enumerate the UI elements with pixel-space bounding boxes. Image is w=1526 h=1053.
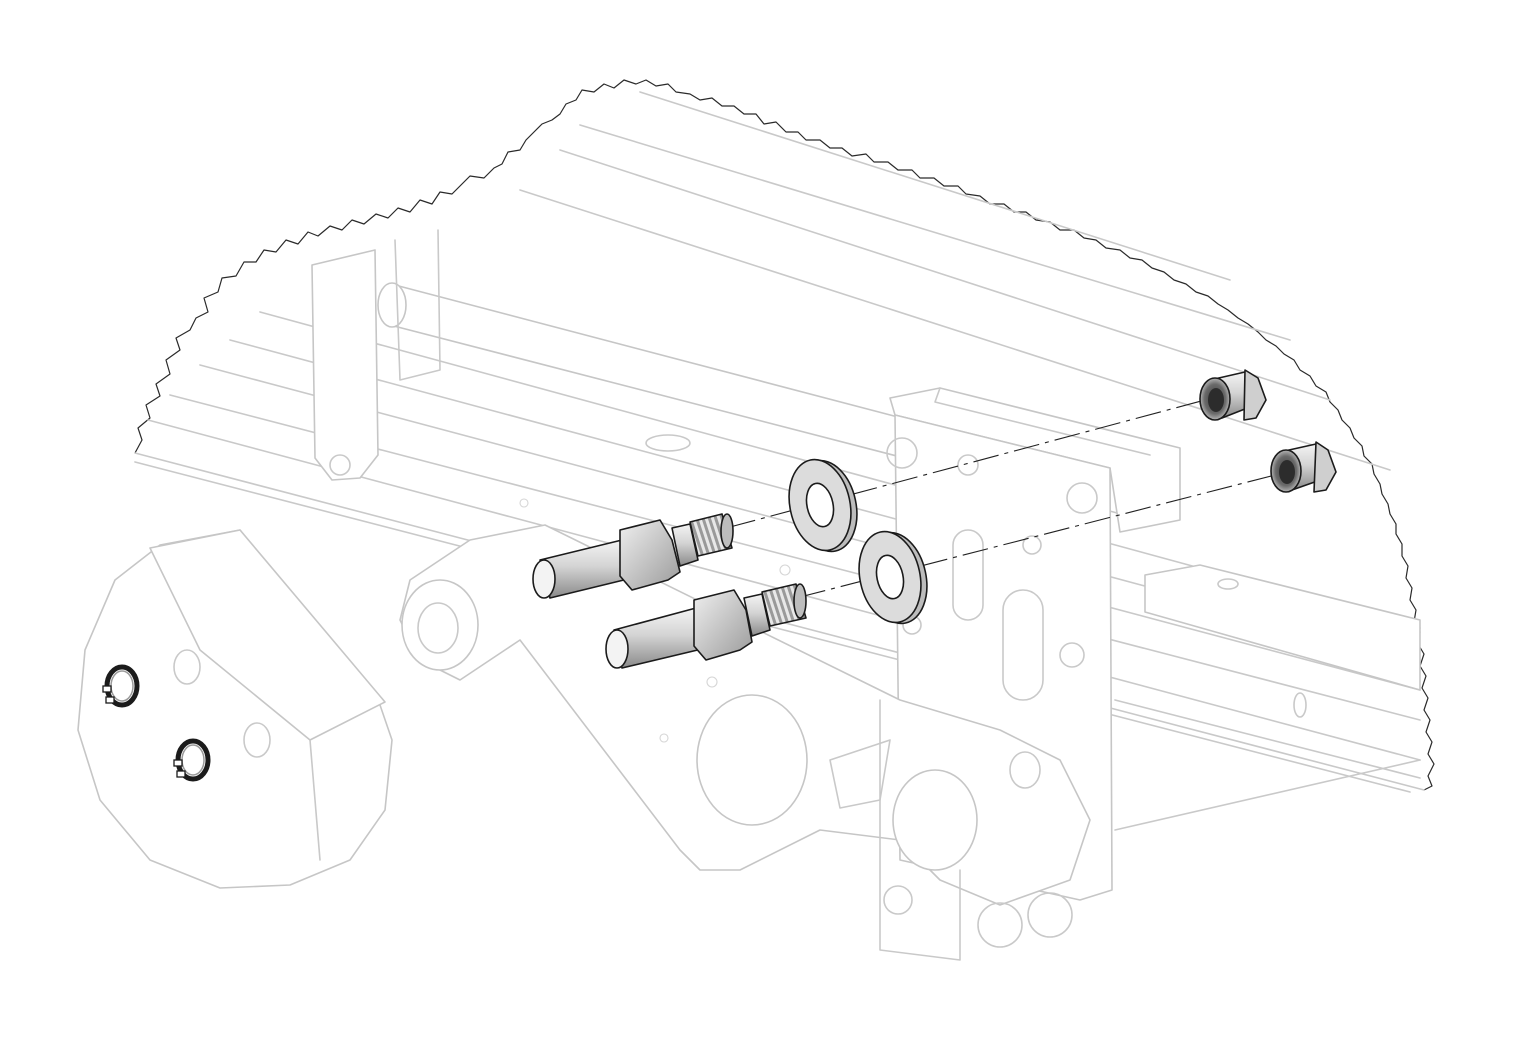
ghost-slot <box>1002 589 1044 701</box>
ghost-nut-2 <box>1066 482 1098 514</box>
ghost-slot-2 <box>952 529 984 621</box>
threaded-stud-upper <box>532 513 734 599</box>
bushing-upper-flange <box>1243 369 1267 421</box>
bushing-lower-bore <box>1279 460 1295 484</box>
ring-upper-lug-1 <box>102 685 112 693</box>
ghost-hole-2 <box>1022 535 1042 555</box>
washer-upper-hole <box>805 482 835 528</box>
ghost-socket-2 <box>1027 892 1073 938</box>
ghost-lower-rails <box>1114 699 1421 831</box>
washer-lower-hole <box>875 554 905 600</box>
retaining-ring-upper <box>102 664 140 708</box>
ghost-dot-3 <box>706 676 718 688</box>
stud-upper-tip <box>532 559 556 599</box>
ring-upper-lug-2 <box>105 696 115 704</box>
retaining-ring-lower <box>173 738 211 782</box>
ghost-hanger <box>311 249 379 481</box>
stud-lower-tip <box>605 629 629 669</box>
ghost-drum-edge <box>309 739 321 861</box>
break-line <box>134 79 1435 791</box>
ghost-drum-hole-1 <box>173 649 201 685</box>
bushing-lower-flange <box>1313 441 1337 493</box>
flanged-bushing-upper <box>1199 369 1267 421</box>
ghost-arm-hole <box>696 694 808 826</box>
ghost-arm-bore <box>417 602 459 654</box>
flanged-bushing-lower <box>1270 441 1337 493</box>
ring-lower-lug-1 <box>173 759 183 767</box>
centerline-upper <box>729 399 1206 528</box>
centerline-lower <box>799 474 1276 598</box>
ghost-hole-1 <box>957 454 979 476</box>
ghost-tube-end <box>377 282 407 328</box>
hex-nut-icon <box>693 589 753 661</box>
ghost-bolt-1 <box>1059 642 1085 668</box>
ghost-dot-1 <box>519 498 529 508</box>
ghost-bar-hole <box>1217 578 1239 590</box>
ghost-pivot-screw <box>1009 751 1041 789</box>
ghost-dot-4 <box>659 733 669 743</box>
flat-washer-upper <box>788 458 858 553</box>
bushing-upper-bore <box>1208 388 1224 412</box>
ghost-drum-hole-2 <box>243 722 271 758</box>
ring-lower-lug-2 <box>176 770 186 778</box>
ghost-frame-assembly <box>77 79 1435 961</box>
ghost-bracket-edge <box>934 387 1151 456</box>
stud-upper-thread-end <box>720 513 734 549</box>
ghost-drum-top <box>149 529 386 741</box>
ghost-dot-2 <box>779 564 791 576</box>
hex-nut-icon <box>619 519 681 591</box>
ghost-pivot-boss <box>892 769 978 871</box>
ghost-small-nut <box>883 885 913 915</box>
ghost-drum <box>77 529 393 889</box>
flat-washer-lower <box>858 530 928 625</box>
ghost-pivot-clamp <box>879 699 961 961</box>
ghost-hanger-pin <box>329 454 351 476</box>
ghost-lower-bar <box>1144 564 1421 691</box>
stud-lower-collar <box>743 593 771 637</box>
stud-upper-collar <box>671 523 699 567</box>
ghost-hanger-2 <box>394 229 441 381</box>
ghost-nut-1 <box>886 437 918 469</box>
threaded-stud-lower <box>605 583 807 669</box>
stud-lower-thread-end <box>793 583 807 619</box>
ghost-bar-hole-2 <box>1293 692 1307 718</box>
ghost-socket-1 <box>977 902 1023 948</box>
ghost-rail-hole <box>645 434 691 452</box>
ghost-arm-boss <box>401 579 479 671</box>
